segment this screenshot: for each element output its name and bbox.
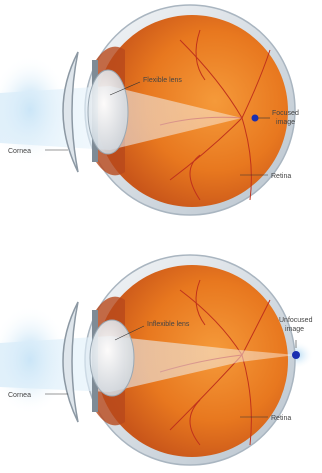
bottom-lens [90,320,134,396]
bottom-image-label-line2: image [285,326,304,333]
top-image-label-line2: image [276,119,295,126]
bottom-retina-label: Retina [271,415,291,422]
top-lens-label: Flexible lens [143,77,182,84]
bottom-lens-label: Inflexible lens [147,321,190,328]
top-retina-label: Retina [271,173,291,180]
top-focused-image-dot [252,115,259,122]
top-image-label-line1: Focused [272,110,299,117]
bottom-eye-diagram: Inflexible lens Cornea Retina Unfocused … [0,255,314,465]
bottom-unfocused-image-dot [292,351,300,359]
top-eye-diagram: Flexible lens Cornea Retina Focused imag… [0,5,299,215]
bottom-image-label-line1: Unfocused [279,317,313,324]
top-cornea-label: Cornea [8,148,31,155]
top-lens [88,70,128,154]
bottom-cornea-label: Cornea [8,392,31,399]
